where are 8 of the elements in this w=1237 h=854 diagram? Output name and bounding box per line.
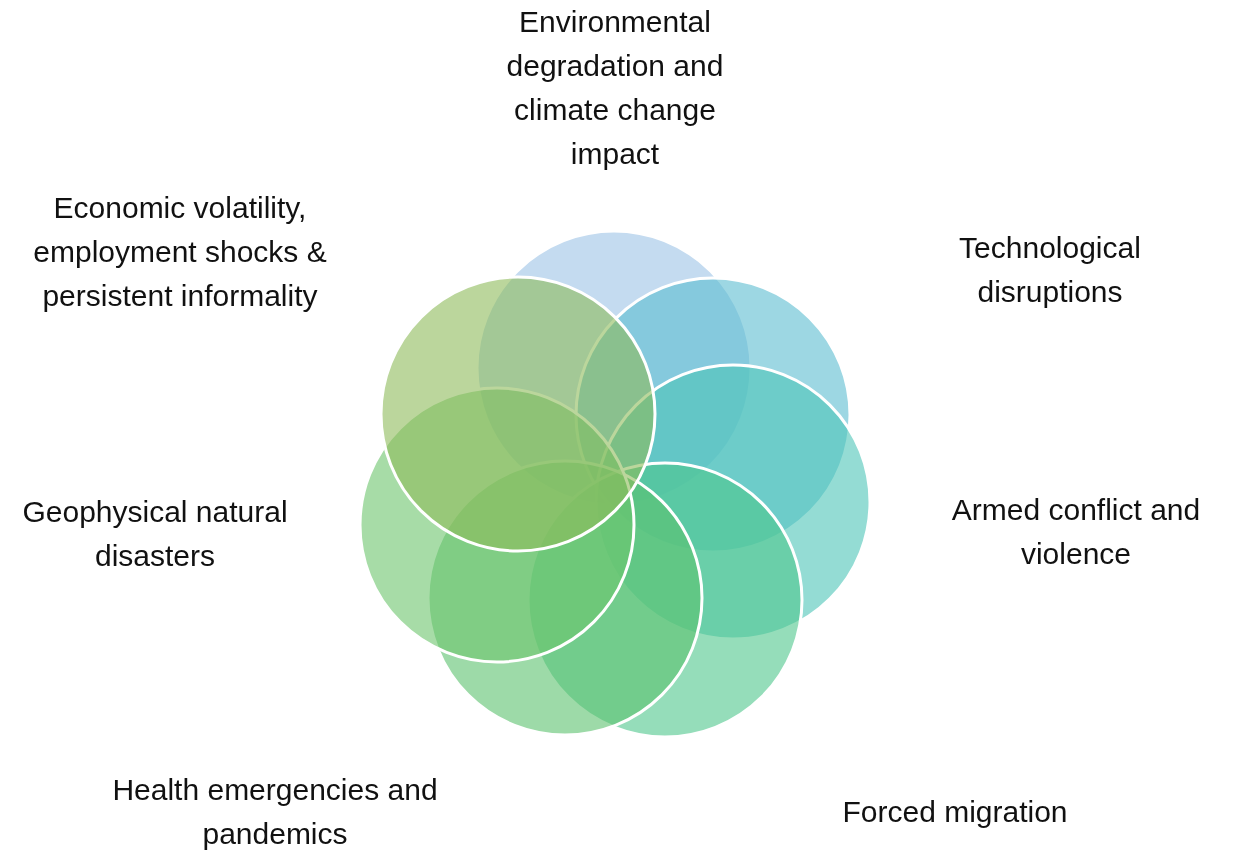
category-label: Armed conflict and violence [950, 492, 1202, 572]
category-label: Technological disruptions [958, 230, 1142, 310]
category-label: Economic volatility, employment shocks & persistent informality [32, 190, 328, 314]
venn-circle [379, 275, 657, 553]
category-label: Environmental degradation and climate change impact [505, 4, 725, 172]
category-label: Forced migration [841, 794, 1069, 830]
category-label: Health emergencies and pandemics [111, 772, 439, 852]
category-label: Geophysical natural disasters [21, 494, 289, 574]
